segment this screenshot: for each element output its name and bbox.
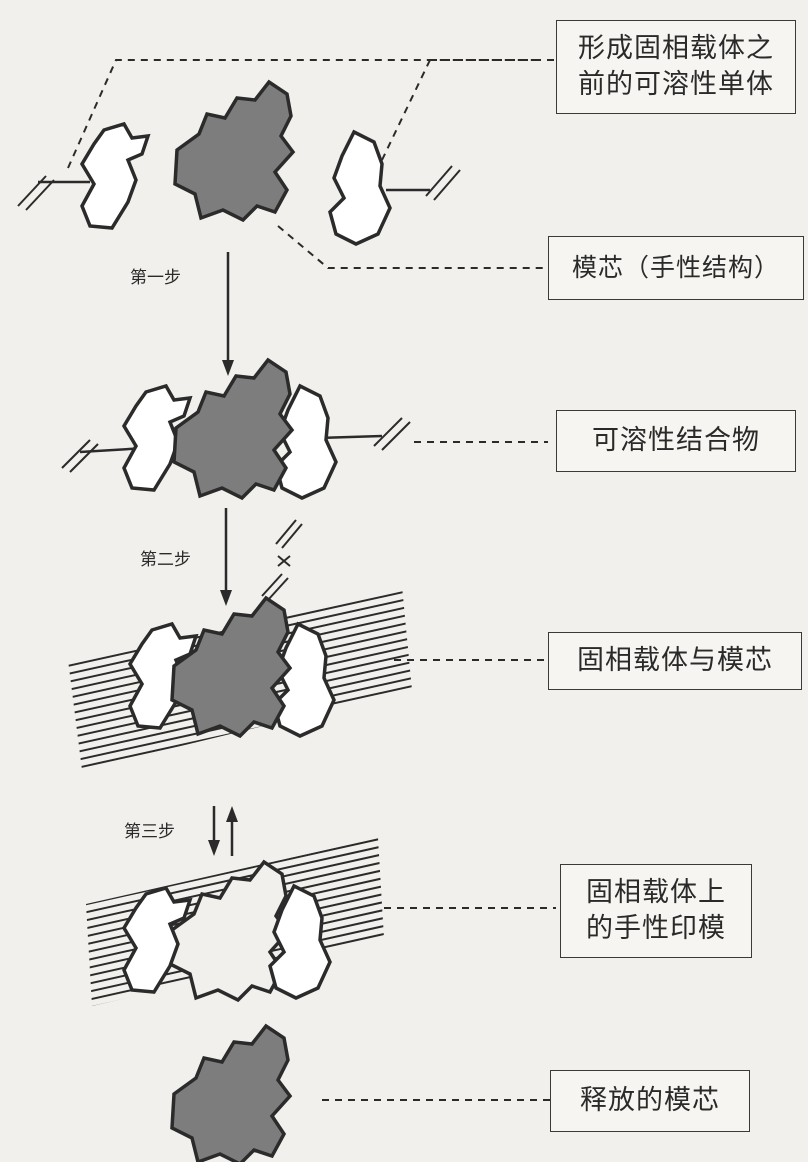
step2-label: 第二步 bbox=[140, 550, 191, 570]
released-template-shape bbox=[170, 1024, 292, 1162]
step1-arrow bbox=[222, 252, 234, 376]
crosslinker-marks bbox=[261, 519, 303, 601]
label-template: 模芯（手性结构） bbox=[548, 236, 804, 300]
template-leader bbox=[277, 225, 548, 269]
label-support-template: 固相载体与模芯 bbox=[548, 632, 802, 690]
label-chiral-imprint: 固相载体上 的手性印模 bbox=[560, 864, 752, 958]
stage3-support bbox=[68, 586, 412, 770]
step2-arrow bbox=[220, 508, 232, 606]
label-soluble-complex: 可溶性结合物 bbox=[556, 410, 796, 472]
stage4-imprint bbox=[86, 838, 384, 1006]
step3-label: 第三步 bbox=[124, 822, 175, 842]
label-monomers: 形成固相载体之 前的可溶性单体 bbox=[556, 20, 796, 114]
stage1-monomers bbox=[17, 59, 538, 211]
template-shape bbox=[173, 80, 295, 222]
step3-arrows bbox=[208, 806, 238, 856]
step1-label: 第一步 bbox=[130, 268, 181, 288]
stage2-complex bbox=[61, 358, 411, 500]
monomer-left bbox=[80, 122, 150, 230]
monomer-right bbox=[328, 130, 392, 246]
label-released-template: 释放的模芯 bbox=[550, 1070, 750, 1132]
